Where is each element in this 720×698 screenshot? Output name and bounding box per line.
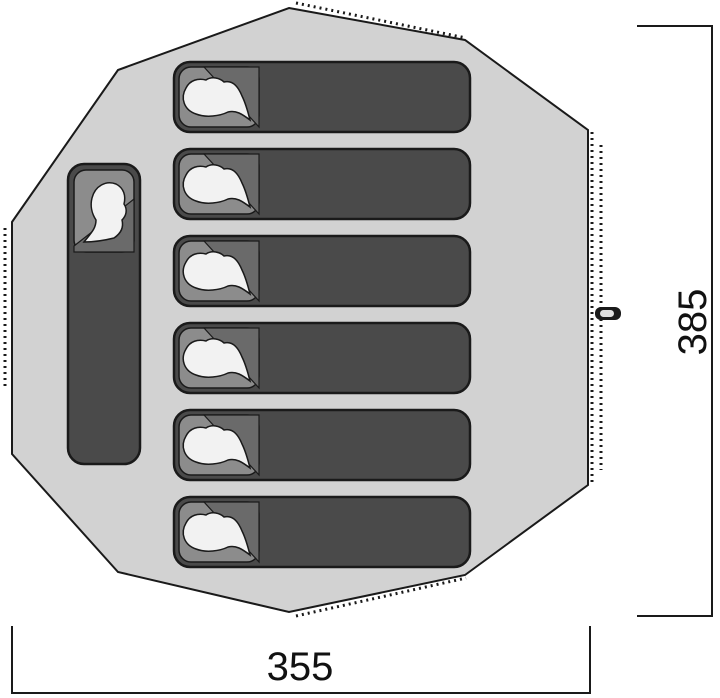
depth-label: 385 <box>671 289 715 356</box>
person-head-icon <box>82 182 127 243</box>
person-head-icon <box>182 164 252 209</box>
width-label: 355 <box>267 645 334 689</box>
door-zip-top <box>295 1 467 40</box>
width-dimension-line <box>11 626 591 694</box>
sleeping-bag <box>172 147 472 221</box>
sleeping-bags-horizontal <box>172 60 472 569</box>
depth-dimension-line <box>637 25 713 617</box>
dimension-lines <box>11 25 713 694</box>
sleeping-bag <box>172 408 472 482</box>
person-head-icon <box>182 251 252 296</box>
sleeping-bag <box>172 60 472 134</box>
person-head-icon <box>182 512 252 557</box>
person-head-icon <box>182 425 252 470</box>
door-toggle-icon <box>595 307 621 320</box>
sleeping-bag <box>172 495 472 569</box>
sleeping-bag <box>172 234 472 308</box>
sleeping-bag <box>172 321 472 395</box>
person-head-icon <box>182 338 252 383</box>
person-head-icon <box>182 77 252 122</box>
sleeping-bag-vertical <box>66 162 142 466</box>
door-zip-bottom <box>295 576 467 618</box>
